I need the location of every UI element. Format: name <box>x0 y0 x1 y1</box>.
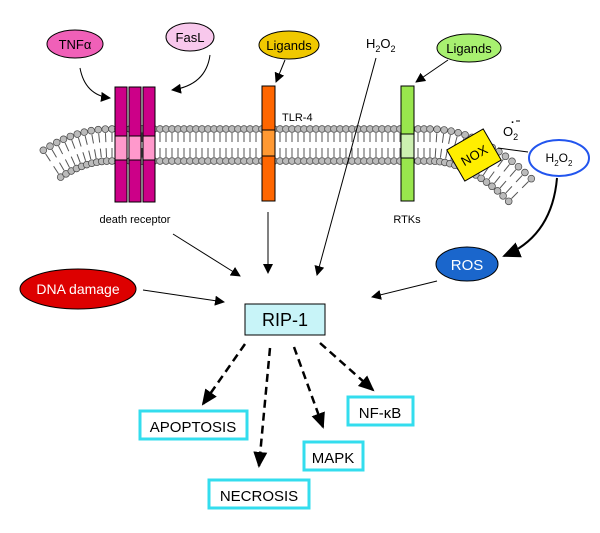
h2o2-to-ros-arrow <box>502 177 558 258</box>
nox-to-h2o2-line <box>497 147 529 153</box>
ligands-tlr-node: Ligands <box>258 30 320 60</box>
svg-text:H2O2: H2O2 <box>546 151 573 168</box>
input-arrows <box>79 54 558 306</box>
rtks-label: RTKs <box>393 214 421 226</box>
rtk-receptor <box>400 85 415 202</box>
nfkb-node: NF-κB <box>346 395 415 427</box>
output-arrows <box>201 342 375 468</box>
necrosis-node: NECROSIS <box>207 478 311 510</box>
mapk-node: MAPK <box>302 440 365 472</box>
ros-label: ROS <box>451 257 484 274</box>
fasl-arrow <box>171 54 211 94</box>
tlr4-label: TLR-4 <box>282 112 313 124</box>
apoptosis-label: APOPTOSIS <box>150 419 236 436</box>
ligands-rtk-arrow <box>415 59 449 83</box>
death-receptor-label: death receptor <box>100 214 171 226</box>
ligands-tlr-arrow <box>274 59 286 83</box>
dna-damage-node: DNA damage <box>19 268 137 310</box>
death-receptor <box>114 86 156 203</box>
death-receptor-tm-1 <box>114 135 128 161</box>
h2o2-label: H2O2 <box>366 36 396 54</box>
apoptosis-node: APOPTOSIS <box>138 409 249 441</box>
nfkb-label: NF-κB <box>359 405 402 422</box>
tnf-alpha-label: TNFα <box>59 37 92 52</box>
necrosis-label: NECROSIS <box>220 488 298 505</box>
h2o2-to-rip1-arrow <box>314 57 377 276</box>
death-receptor-tm-3 <box>142 135 156 161</box>
ros-to-rip1-arrow <box>371 280 438 300</box>
rip1-to-mapk-arrow <box>292 346 325 429</box>
death-receptor-to-rip1-arrow <box>172 233 241 277</box>
dna-damage-to-rip1-arrow <box>142 289 225 306</box>
rip1-node: RIP-1 <box>244 303 326 336</box>
superoxide-label: O2 <box>503 124 518 142</box>
rip1-to-nfkb-arrow <box>319 342 375 392</box>
fasl-label: FasL <box>176 30 205 45</box>
rip1-label: RIP-1 <box>262 310 308 330</box>
tlr4-tm <box>261 129 276 157</box>
fasl-node: FasL <box>165 22 215 52</box>
tnf-alpha-node: TNFα <box>46 29 104 59</box>
rtk-tm <box>400 133 415 159</box>
rip1-to-necrosis-arrow <box>253 347 272 468</box>
nox-enzyme: NOX <box>446 128 502 182</box>
tnf-arrow <box>79 67 111 102</box>
ligands-rtk-node: Ligands <box>436 33 502 63</box>
ligands-tlr-label: Ligands <box>266 38 312 53</box>
death-receptor-tm-2 <box>128 135 142 161</box>
tlr4-receptor <box>261 85 276 202</box>
rip1-to-apoptosis-arrow <box>201 343 247 406</box>
ros-node: ROS <box>435 246 499 282</box>
mapk-label: MAPK <box>312 450 355 467</box>
h2o2-bubble: H2O2 <box>528 139 590 177</box>
ligands-rtk-label: Ligands <box>446 41 492 56</box>
dna-damage-label: DNA damage <box>36 281 119 297</box>
superoxide-radical-dot: · <box>511 117 515 129</box>
